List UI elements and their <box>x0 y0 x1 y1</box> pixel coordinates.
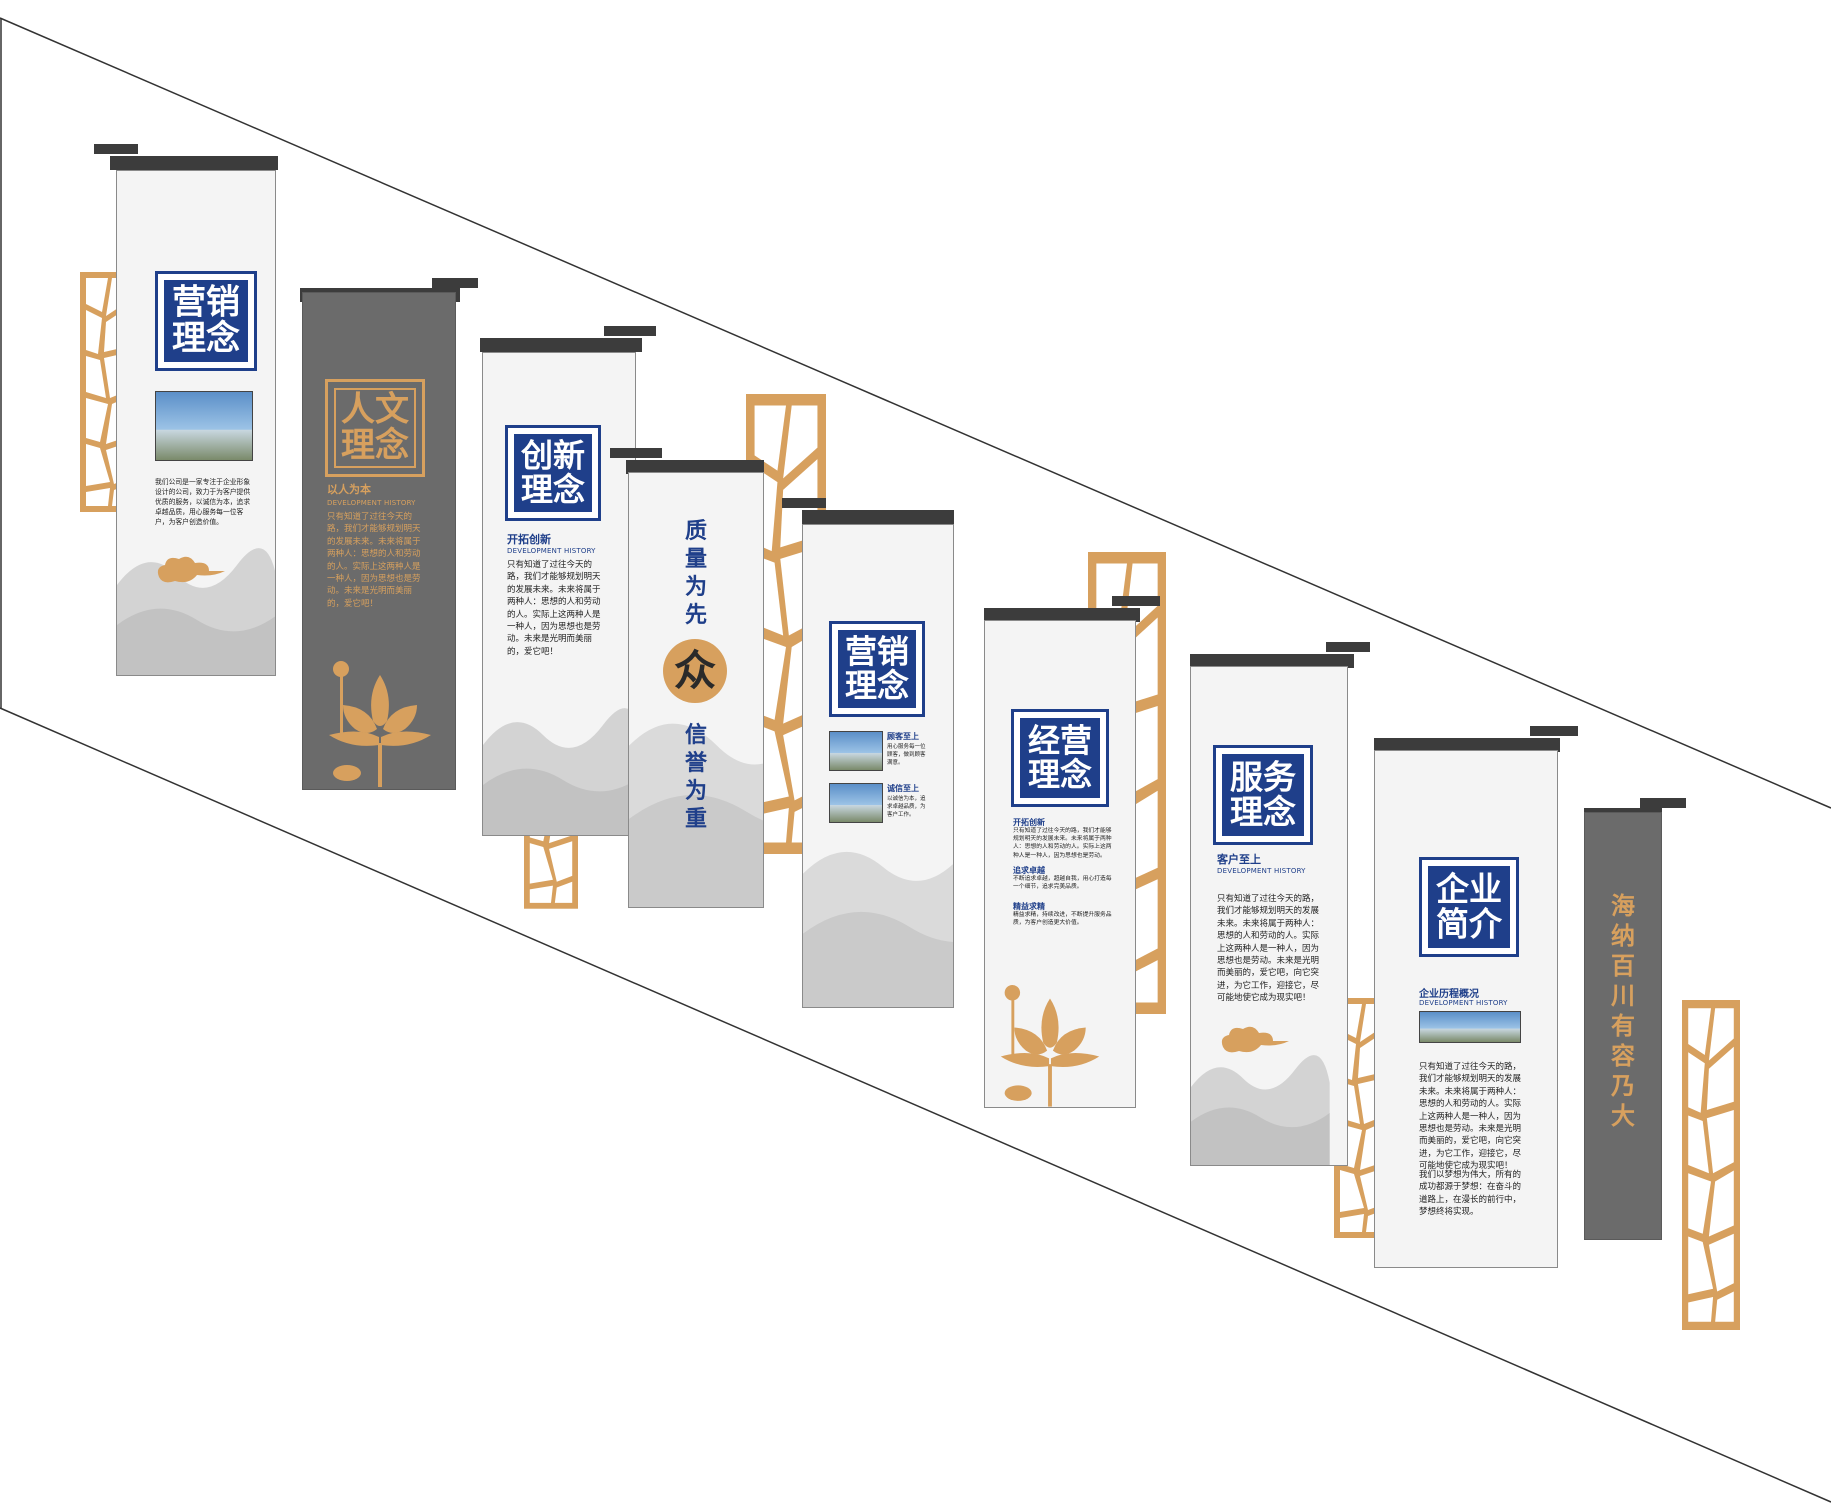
panel-8-roof <box>1530 726 1578 736</box>
ink-landscape <box>117 548 275 675</box>
panel-7-roof <box>1326 642 1370 652</box>
panel-2-roof <box>432 278 478 288</box>
panel-1-photo <box>155 391 253 461</box>
panel-2-body: 只有知道了过往今天的路，我们才能够规划明天的发展未来。未来将属于两种人：思想的人… <box>327 512 421 609</box>
panel-7-body: 只有知道了过往今天的路，我们才能够规划明天的发展未来。未来将属于两种人：思想的人… <box>1217 894 1320 1004</box>
panel-7-service: 服务理念 客户至上 DEVELOPMENT HISTORY 只有知道了过往今天的… <box>1190 666 1348 1166</box>
panel-8-body: 只有知道了过往今天的路，我们才能够规划明天的发展未来。未来将属于两种人：思想的人… <box>1419 1062 1522 1172</box>
panel-8-eng: DEVELOPMENT HISTORY <box>1419 999 1508 1007</box>
panel-4-roof <box>610 448 662 458</box>
panel-2-subhead: 以人为本 <box>327 483 371 496</box>
panel-7-roof <box>1190 654 1354 668</box>
panel-1-roof <box>110 156 278 170</box>
panel-1-marketing: 营销理念 我们公司是一家专注于企业形象设计的公司，致力于为客户提供优质的服务，以… <box>116 170 276 676</box>
panel-5-item-2-body: 以诚信为本，追求卓越品质，为客户工作。 <box>887 796 926 818</box>
panel-4-seal: 众 <box>663 639 727 703</box>
panel-5-photo-1 <box>829 731 883 771</box>
ink-landscape <box>483 708 635 835</box>
panel-6-sec-1-head: 开拓创新 <box>1013 818 1045 827</box>
panel-5-title: 营销理念 <box>844 632 910 704</box>
panel-1-title-box: 营销理念 <box>155 271 257 371</box>
panel-3-title: 创新理念 <box>520 436 586 508</box>
panel-5-roof <box>782 498 826 508</box>
cloud-icon <box>157 556 225 583</box>
panel-3-subhead: 开拓创新 <box>507 533 551 546</box>
panel-6-sec-3-head: 精益求精 <box>1013 902 1045 911</box>
panel-3-body: 只有知道了过往今天的路，我们才能够规划明天的发展未来。未来将属于两种人：思想的人… <box>507 560 601 657</box>
panel-4-roof <box>626 460 764 474</box>
panel-2-title: 人文理念 <box>340 389 409 465</box>
panel-9-roof <box>1640 798 1686 808</box>
panel-7-eng: DEVELOPMENT HISTORY <box>1217 867 1306 875</box>
seal-character: 众 <box>673 646 716 695</box>
panel-1-roof <box>94 144 138 154</box>
panel-9-motto: 海纳百川有容乃大 <box>1584 812 1662 1240</box>
ink-landscape <box>803 852 953 1007</box>
panel-9-motto-text: 海纳百川有容乃大 <box>1611 892 1635 1130</box>
lotus-icon <box>1000 985 1100 1107</box>
panel-8-title-box: 企业简介 <box>1419 857 1519 957</box>
panel-8-photo <box>1419 1011 1521 1043</box>
lattice-screen-6 <box>1682 1000 1740 1330</box>
cloud-icon <box>1221 1026 1289 1053</box>
panel-2-title-box: 人文理念 <box>325 379 425 477</box>
panel-7-title-box: 服务理念 <box>1213 745 1313 845</box>
lotus-icon <box>329 661 431 787</box>
panel-6-sec-2-head: 追求卓越 <box>1013 866 1045 875</box>
panel-6-operation: 经营理念 开拓创新 只有知道了过往今天的路，我们才能够规划明天的发展未来。未来将… <box>984 620 1136 1108</box>
panel-8-subhead: 企业历程概况 <box>1419 989 1479 1000</box>
panel-6-sec-3-body: 精益求精，持续改进，不断提升服务品质，为客户创造更大价值。 <box>1013 912 1112 927</box>
panel-6-title: 经营理念 <box>1027 721 1093 793</box>
panel-6-roof <box>1112 596 1160 606</box>
panel-6-roof <box>984 608 1140 622</box>
panel-2-eng: DEVELOPMENT HISTORY <box>327 499 416 507</box>
panel-5-title-box: 营销理念 <box>829 621 925 717</box>
panel-6-sec-1-body: 只有知道了过往今天的路，我们才能够规划明天的发展未来。未来将属于两种人：思想的人… <box>1013 828 1112 859</box>
panel-3-title-box: 创新理念 <box>505 425 601 521</box>
panel-6-title-box: 经营理念 <box>1011 709 1109 807</box>
panel-5-roof <box>802 510 954 524</box>
panel-7-subhead: 客户至上 <box>1217 853 1261 866</box>
ink-landscape <box>629 723 763 907</box>
ink-landscape <box>1191 1055 1330 1165</box>
panel-7-title: 服务理念 <box>1230 757 1296 831</box>
stair-bottom-line <box>0 707 1831 1503</box>
panel-6-sec-2-body: 不断追求卓越，超越自我，用心打造每一个细节，追求完美品质。 <box>1013 876 1112 891</box>
panel-5-marketing: 营销理念 顾客至上 用心服务每一位顾客，做到顾客满意。 诚信至上 以诚信为本，追… <box>802 524 954 1008</box>
panel-4-quality: 质量为先 众 信誉为重 <box>628 472 764 908</box>
panel-5-photo-2 <box>829 783 883 823</box>
panel-3-roof <box>480 338 642 352</box>
panel-5-item-2-head: 诚信至上 <box>887 784 919 793</box>
panel-5-item-1-body: 用心服务每一位顾客，做到顾客满意。 <box>887 744 926 766</box>
panel-2-humanity: 人文理念 以人为本 DEVELOPMENT HISTORY 只有知道了过往今天的… <box>302 292 456 790</box>
panel-4-bottom-motto: 信誉为重 <box>684 722 707 832</box>
panel-4-top-motto: 质量为先 <box>684 518 707 628</box>
panel-1-body: 我们公司是一家专注于企业形象设计的公司，致力于为客户提供优质的服务，以诚信为本，… <box>155 478 251 526</box>
panel-3-roof <box>604 326 656 336</box>
stair-top-line <box>0 17 1831 809</box>
panel-1-title: 营销理念 <box>171 282 240 358</box>
panel-3-innovation: 创新理念 开拓创新 DEVELOPMENT HISTORY 只有知道了过往今天的… <box>482 352 636 836</box>
panel-8-company-intro: 企业简介 企业历程概况 DEVELOPMENT HISTORY 只有知道了过往今… <box>1374 750 1558 1268</box>
panel-8-body-2: 我们以梦想为伟大，所有的成功都源于梦想：在奋斗的道路上，在漫长的前行中，梦想终将… <box>1419 1170 1522 1218</box>
panel-5-item-1-head: 顾客至上 <box>887 732 919 741</box>
panel-8-title: 企业简介 <box>1436 869 1502 943</box>
panel-8-roof <box>1374 738 1560 752</box>
panel-3-eng: DEVELOPMENT HISTORY <box>507 547 596 555</box>
